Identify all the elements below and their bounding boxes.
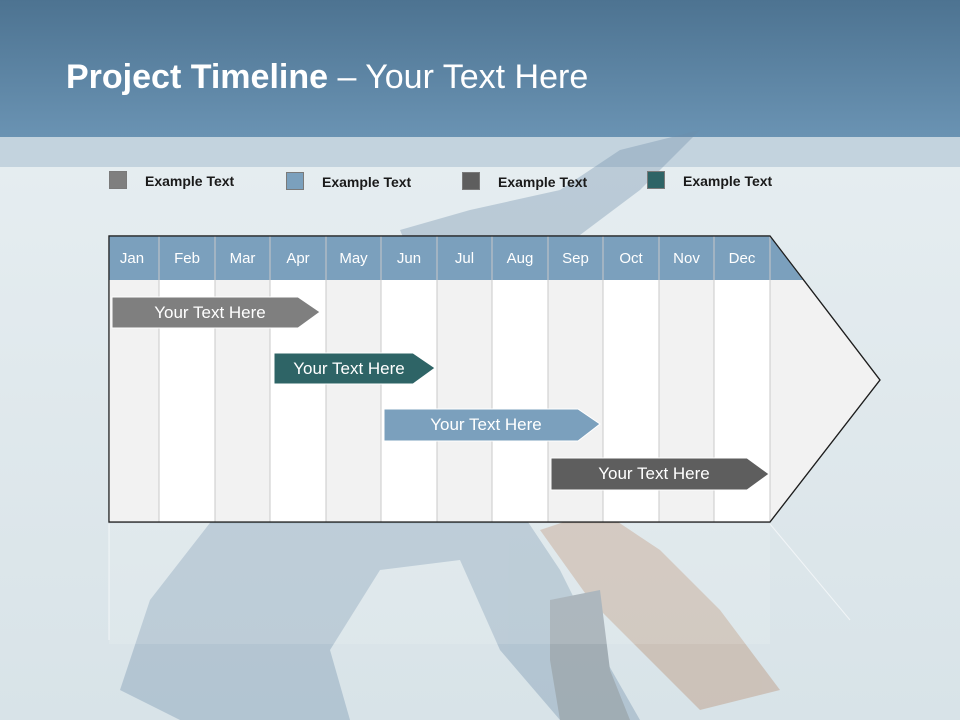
month-label: Jun	[396, 250, 422, 267]
month-label: May	[339, 250, 368, 267]
month-label: Dec	[728, 250, 756, 267]
task-bar-label: Your Text Here	[430, 415, 542, 434]
month-label: Mar	[229, 250, 256, 267]
month-label: Sep	[562, 250, 589, 267]
month-label: Aug	[506, 250, 534, 267]
month-label: Oct	[619, 250, 643, 267]
month-label: Jan	[119, 250, 145, 267]
month-label: Apr	[286, 250, 310, 267]
legend-swatch	[286, 172, 304, 190]
legend-label: Example Text	[145, 173, 235, 189]
month-label: Jul	[454, 250, 475, 267]
slide-title-rest: – Your Text Here	[328, 58, 589, 96]
slide-title: Project Timeline – Your Text Here	[66, 58, 588, 97]
month-label: Nov	[673, 250, 700, 267]
task-bar-label: Your Text Here	[293, 359, 405, 378]
month-label: Feb	[174, 250, 200, 267]
legend-label: Example Text	[683, 173, 773, 189]
task-bar-label: Your Text Here	[154, 303, 266, 322]
legend-swatch	[462, 172, 480, 190]
title-banner	[0, 0, 960, 137]
title-banner-underline	[0, 137, 960, 167]
legend-swatch	[647, 171, 665, 189]
legend-swatch	[109, 171, 127, 189]
legend-label: Example Text	[498, 174, 588, 190]
slide-title-bold: Project Timeline	[66, 58, 329, 96]
legend-label: Example Text	[322, 174, 412, 190]
task-bar-label: Your Text Here	[598, 464, 710, 483]
